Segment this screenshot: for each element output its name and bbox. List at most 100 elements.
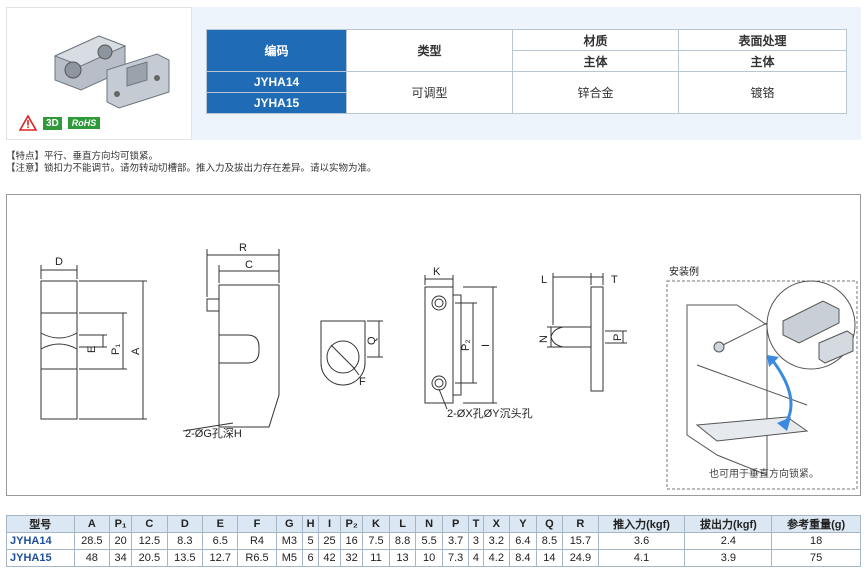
dims-value-cell: 3.2 — [482, 532, 511, 550]
dims-header-cell: Y — [509, 515, 537, 533]
dims-value-cell: 32 — [340, 549, 364, 567]
spec-table: 编码 类型 材质 表面处理 主体 主体 JYHA14 可调型 锌合金 镀铬 JY… — [206, 29, 847, 114]
dims-value-cell: 13 — [388, 549, 417, 567]
dims-header-cell: L — [388, 515, 417, 533]
dims-header-cell: F — [237, 515, 277, 533]
dims-value-cell: 24.9 — [562, 549, 599, 567]
label-Q: Q — [366, 336, 378, 345]
spec-header-type: 类型 — [346, 29, 513, 72]
dims-value-cell: 25 — [317, 532, 342, 550]
dims-model-code: JYHA14 — [6, 532, 75, 550]
dims-value-cell: 3.7 — [441, 532, 470, 550]
dims-value-cell: 7.3 — [441, 549, 470, 567]
dims-header-cell: N — [415, 515, 443, 533]
dims-header-cell: 拔出力(kgf) — [684, 515, 773, 533]
dims-value-cell: 4.1 — [597, 549, 686, 567]
technical-drawing: D E P₁ A R C 2-ØG孔深H Q F K P₂ I 2-ØX孔ØY沉… — [6, 194, 861, 496]
dims-value-cell: 34 — [109, 549, 133, 567]
dims-value-cell: 5.5 — [415, 532, 443, 550]
dims-header-cell: P₂ — [340, 515, 364, 533]
spec-code-jyha14: JYHA14 — [206, 71, 347, 93]
3d-badge: 3D — [43, 116, 62, 130]
dims-value-cell: 28.5 — [73, 532, 111, 550]
label-F: F — [359, 376, 366, 388]
note-feature: 【特点】平行、垂直方向均可锁紧。 — [6, 151, 159, 162]
label-L: L — [541, 274, 547, 286]
dims-value-cell: 4.2 — [482, 549, 511, 567]
label-D: D — [55, 256, 63, 268]
note-caution: 【注意】锁扣力不能调节。请勿转动切槽部。推入力及拔出力存在差异。请以实物为准。 — [6, 163, 377, 174]
dims-value-cell: 3 — [468, 532, 484, 550]
dims-header-cell: H — [302, 515, 319, 533]
dims-value-cell: M3 — [275, 532, 304, 550]
label-P2: P₂ — [460, 339, 472, 351]
dims-value-cell: M5 — [275, 549, 304, 567]
dims-value-cell: 4 — [468, 549, 484, 567]
dims-value-cell: 75 — [771, 549, 861, 567]
label-R: R — [239, 242, 247, 254]
dims-value-cell: 6.5 — [202, 532, 239, 550]
dims-value-cell: 48 — [73, 549, 111, 567]
rohs-badge: RoHS — [67, 117, 101, 129]
dims-value-cell: 3.6 — [597, 532, 686, 550]
label-G-hole: 2-ØG孔深H — [185, 427, 242, 440]
dims-header-cell: P — [441, 515, 470, 533]
dims-value-cell: 6.4 — [509, 532, 537, 550]
spec-header-code: 编码 — [206, 29, 347, 72]
dims-value-cell: 20 — [109, 532, 133, 550]
dims-value-cell: 20.5 — [131, 549, 168, 567]
spec-sub-material-main: 主体 — [512, 50, 679, 72]
spec-surface-value: 镀铬 — [678, 71, 847, 114]
dims-value-cell: 8.5 — [535, 532, 564, 550]
dims-value-cell: 14 — [535, 549, 564, 567]
label-C: C — [245, 259, 253, 271]
dims-header-cell: I — [317, 515, 342, 533]
dims-header-cell: 参考重量(g) — [771, 515, 861, 533]
dims-value-cell: 6 — [302, 549, 319, 567]
dims-value-cell: 12.5 — [131, 532, 168, 550]
dims-header-cell: 推入力(kgf) — [597, 515, 686, 533]
dims-header-cell: K — [362, 515, 390, 533]
dims-header-cell: R — [562, 515, 599, 533]
label-T: T — [611, 274, 618, 286]
dims-header-cell: C — [131, 515, 168, 533]
spec-header-material: 材质 — [512, 29, 679, 51]
dims-value-cell: 7.5 — [362, 532, 390, 550]
dims-header-cell: E — [202, 515, 239, 533]
warning-icon — [19, 115, 37, 131]
dims-value-cell: 15.7 — [562, 532, 599, 550]
install-note: 也可用于垂直方向锁紧。 — [709, 467, 819, 480]
dims-value-cell: 8.4 — [509, 549, 537, 567]
notes: 【特点】平行、垂直方向均可锁紧。 【注意】锁扣力不能调节。请勿转动切槽部。推入力… — [6, 151, 377, 175]
dims-value-cell: 11 — [362, 549, 390, 567]
dims-value-cell: 8.3 — [166, 532, 204, 550]
label-K: K — [433, 266, 441, 278]
dims-value-cell: 3.9 — [684, 549, 773, 567]
dims-value-cell: 5 — [302, 532, 319, 550]
product-photo-panel: 3D RoHS — [6, 7, 192, 140]
dims-value-cell: 18 — [771, 532, 861, 550]
dims-header-cell: A — [73, 515, 111, 533]
dims-value-cell: 8.8 — [388, 532, 417, 550]
dims-value-cell: 13.5 — [166, 549, 204, 567]
label-XY-hole: 2-ØX孔ØY沉头孔 — [447, 407, 533, 420]
spec-code-jyha15: JYHA15 — [206, 92, 347, 114]
label-N: N — [538, 335, 550, 343]
product-photo — [53, 35, 170, 109]
dims-header-cell: D — [166, 515, 204, 533]
spec-type-value: 可调型 — [346, 71, 513, 114]
dims-value-cell: 42 — [317, 549, 342, 567]
spec-material-value: 锌合金 — [512, 71, 679, 114]
label-I: I — [480, 344, 492, 347]
dims-header-cell: 型号 — [6, 515, 75, 533]
label-A: A — [130, 347, 142, 355]
label-P: P — [612, 334, 624, 341]
spec-header-surface: 表面处理 — [678, 29, 847, 51]
dims-header-cell: G — [275, 515, 304, 533]
dims-header-cell: Q — [535, 515, 564, 533]
dims-value-cell: R4 — [237, 532, 277, 550]
